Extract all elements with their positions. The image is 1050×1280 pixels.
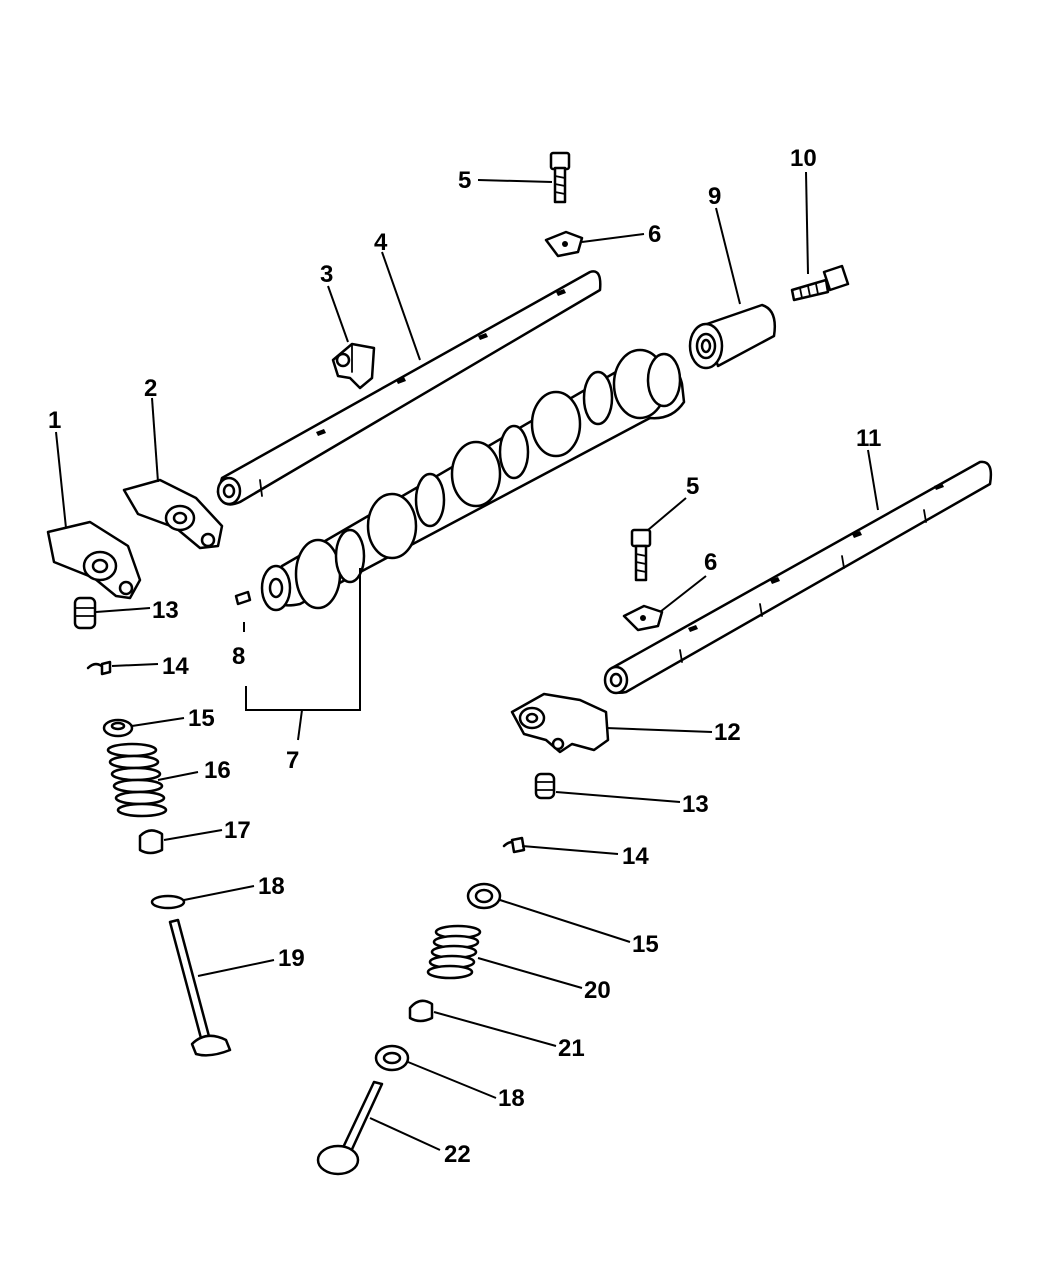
bolt-right <box>790 264 850 302</box>
spring-seat-left <box>150 894 186 910</box>
callout-14-right: 14 <box>622 843 649 870</box>
callout-20: 20 <box>584 977 611 1004</box>
callout-4: 4 <box>374 229 388 256</box>
camshaft <box>260 348 686 612</box>
lash-adjuster-left <box>73 596 97 630</box>
valve-spring-left <box>106 742 168 818</box>
callout-3: 3 <box>320 261 333 288</box>
callout-15-left: 15 <box>188 705 215 732</box>
spring-retainer-right <box>466 882 502 910</box>
rocker-arm-12 <box>510 692 610 754</box>
valve-seal-left <box>138 829 164 855</box>
camshaft-key <box>234 590 252 606</box>
callout-22: 22 <box>444 1141 471 1168</box>
callout-18-right: 18 <box>498 1085 525 1112</box>
valve-spring-right <box>426 924 482 980</box>
valve-left <box>168 918 232 1057</box>
callout-10: 10 <box>790 145 817 172</box>
retainer-lower <box>622 604 664 632</box>
valve-right <box>316 1080 384 1176</box>
callout-labels: 1 2 3 4 5 6 9 10 11 5 6 12 13 14 15 20 2… <box>48 145 881 1168</box>
callout-5-upper: 5 <box>458 167 471 194</box>
rocker-clip <box>331 342 376 390</box>
bolt-lower <box>630 528 652 582</box>
callout-16: 16 <box>204 757 231 784</box>
callout-18-left: 18 <box>258 873 285 900</box>
callout-2: 2 <box>144 375 157 402</box>
callout-13-right: 13 <box>682 791 709 818</box>
callout-21: 21 <box>558 1035 585 1062</box>
valve-seal-right <box>408 999 434 1023</box>
callout-9: 9 <box>708 183 721 210</box>
rocker-shaft-lower <box>603 460 993 695</box>
valve-keepers-left <box>86 660 112 676</box>
callout-7: 7 <box>286 747 299 774</box>
bolt-upper <box>549 151 571 204</box>
spring-retainer-left <box>102 718 134 738</box>
callout-12: 12 <box>714 719 741 746</box>
rocker-shaft-upper <box>216 270 602 506</box>
spring-seat-right <box>374 1044 410 1072</box>
callout-8: 8 <box>232 643 245 670</box>
camshaft-bearing-plug <box>688 303 776 370</box>
callout-5-lower: 5 <box>686 473 699 500</box>
callout-15-right: 15 <box>632 931 659 958</box>
valve-keepers-right <box>502 836 526 854</box>
callout-13-left: 13 <box>152 597 179 624</box>
lash-adjuster-right <box>534 772 556 800</box>
callout-19: 19 <box>278 945 305 972</box>
callout-17: 17 <box>224 817 251 844</box>
rocker-arm-2 <box>122 478 224 550</box>
callout-11: 11 <box>856 425 881 452</box>
callout-1: 1 <box>48 407 61 434</box>
callout-6-lower: 6 <box>704 549 717 576</box>
callout-6-upper: 6 <box>648 221 661 248</box>
callout-14-left: 14 <box>162 653 189 680</box>
leader-lines <box>55 171 879 1151</box>
retainer-upper <box>544 230 584 258</box>
rocker-arm-1 <box>46 520 142 600</box>
